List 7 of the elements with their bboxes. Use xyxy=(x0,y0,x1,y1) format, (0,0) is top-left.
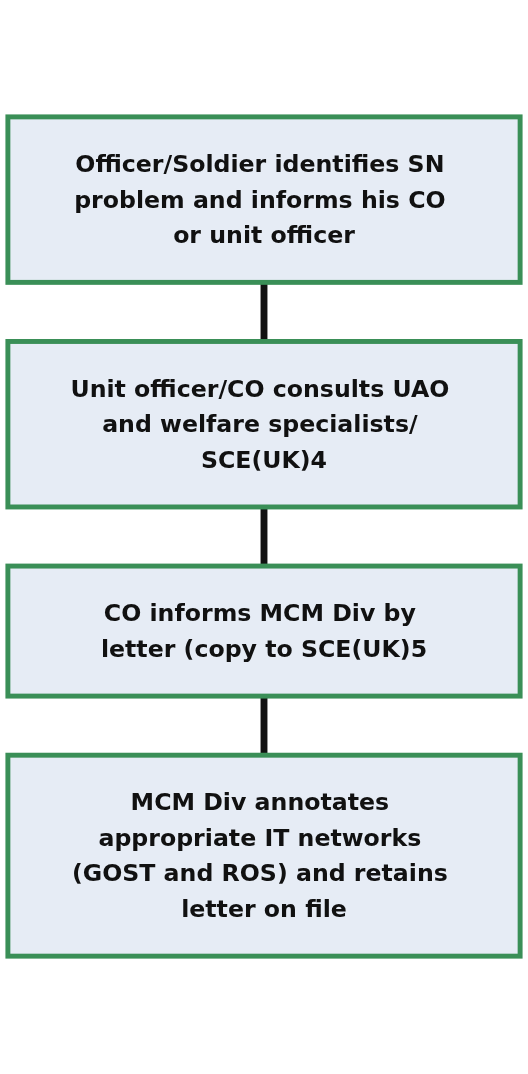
connector xyxy=(260,282,268,342)
connector xyxy=(260,696,268,756)
node-box: CO informs MCM Div by letter (copy to SCE(UK)5 xyxy=(5,564,523,700)
connector xyxy=(260,507,268,567)
node-box: Officer/Soldier identifies SN problem and informs his CO or unit officer xyxy=(5,114,523,286)
node-box: Unit officer/CO consults UAO and welfare specialists/ SCE(UK)4 xyxy=(5,339,523,510)
node-box: MCM Div annotates appropriate IT networks (GOST and ROS) and retains letter on file xyxy=(5,753,523,960)
